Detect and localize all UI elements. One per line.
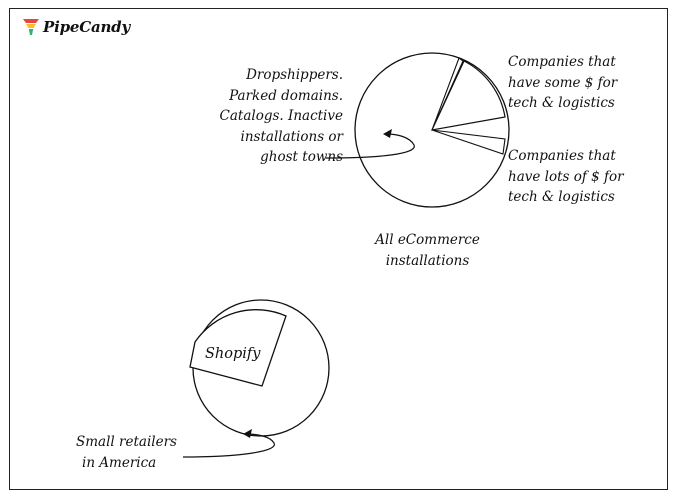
tech-logistics-wedge <box>430 60 506 131</box>
diagram-frame <box>9 8 668 490</box>
arrow-small-retailers <box>182 433 275 458</box>
shopify-label: Shopify <box>205 346 261 362</box>
funnel-icon <box>23 19 39 35</box>
lots-of-money-annotation: Companies that have lots of $ for tech &… <box>508 148 624 205</box>
some-money-annotation: Companies that have some $ for tech & lo… <box>508 54 618 111</box>
arrow-ghost-towns <box>325 133 415 159</box>
shopify-sector <box>189 309 287 387</box>
ghost-towns-annotation: Dropshippers. Parked domains. Catalogs. … <box>219 67 343 165</box>
brand-name: PipeCandy <box>43 18 130 36</box>
brand-logo: PipeCandy <box>22 18 130 36</box>
arrow-ghost-towns-head <box>383 129 392 138</box>
arrow-small-retailers-head <box>243 429 252 438</box>
small-retailers-annotation: Small retailers in America <box>76 434 177 471</box>
ecommerce-caption: All eCommerce installations <box>375 232 480 269</box>
lots-of-money-wedge <box>431 129 506 155</box>
